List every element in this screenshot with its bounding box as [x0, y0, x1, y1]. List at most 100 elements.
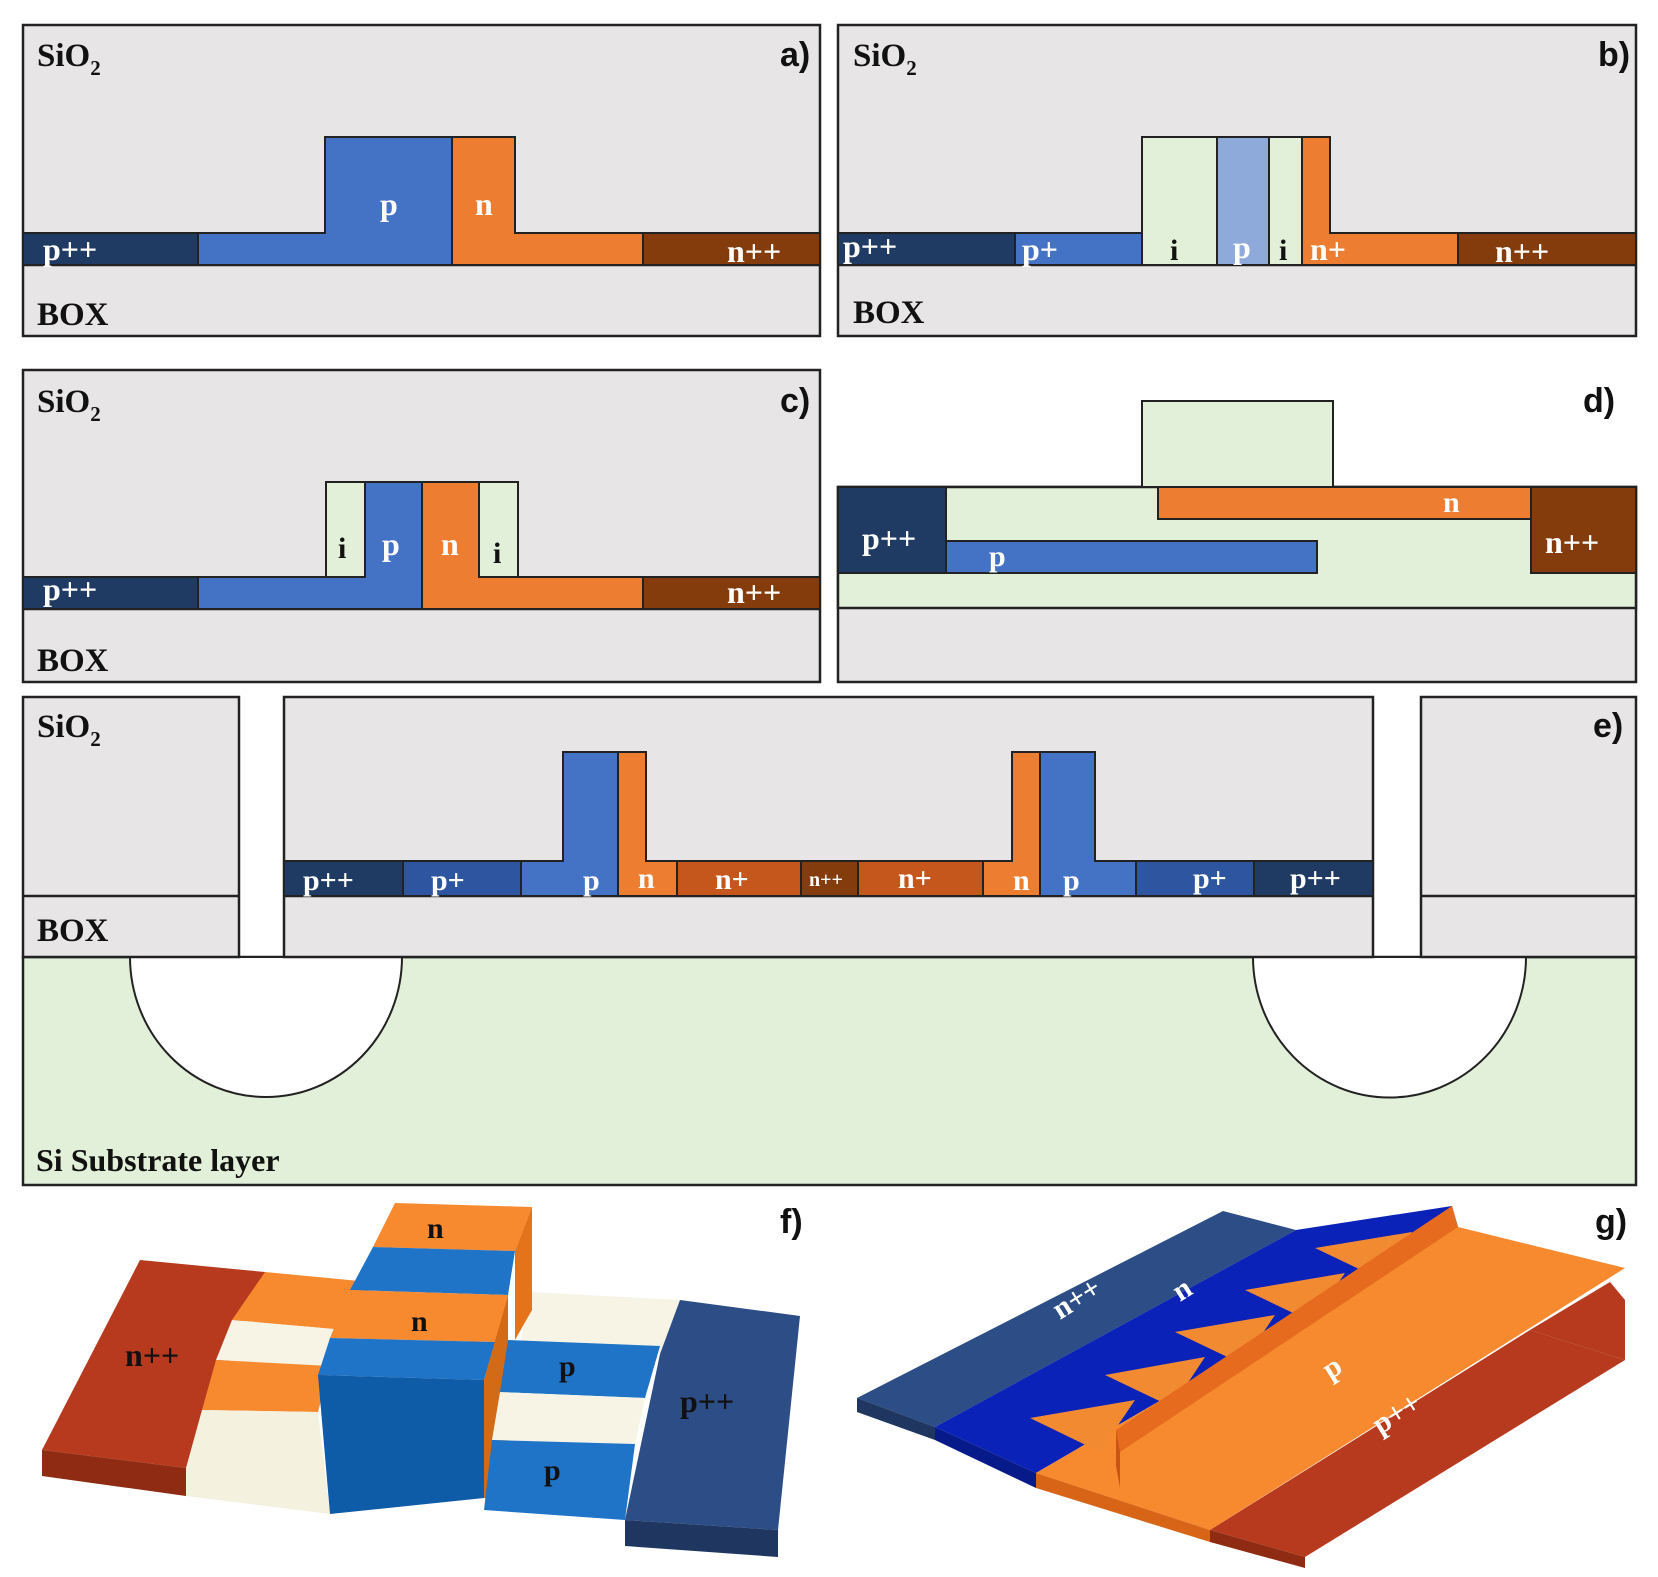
- panel-g-p-plus-plus-top: [1210, 1330, 1625, 1557]
- panel-f-p-plus-plus-front: [625, 1520, 778, 1557]
- panel-e-region-n-plus-right: [857, 860, 984, 897]
- panel-e-label-p-plus-left: p+: [431, 864, 465, 897]
- panel-e-label-p-left: p: [583, 864, 600, 897]
- panel-b-label-p-plus-plus: p++: [843, 228, 897, 264]
- panel-a-label-n-plus-plus: n++: [727, 233, 781, 269]
- panel-f-p-bottom-bar: [484, 1440, 635, 1520]
- panel-f-stripe-white-1: [216, 1320, 345, 1366]
- panel-c-label-i2: i: [493, 537, 501, 570]
- panel-e-label-p-plus-plus-right: p++: [1290, 862, 1341, 895]
- panel-c-sio2-label: SiO2: [37, 384, 101, 426]
- panel-e-region-n-plus-plus: [800, 860, 859, 897]
- panel-e-substrate-label: Si Substrate layer: [36, 1142, 280, 1178]
- panel-c-n-plus-plus: [642, 576, 821, 610]
- panel-a-box-label: BOX: [37, 297, 109, 333]
- panel-c-label-i1: i: [338, 532, 346, 565]
- panel-a-label: a): [780, 36, 810, 74]
- panel-a-label-n: n: [475, 186, 493, 222]
- panel-e-label-n-plus-left: n+: [715, 863, 749, 896]
- panel-a: SiO2 a) BOX p++ p n n++: [21, 23, 822, 338]
- panel-a-sio2-label: SiO2: [37, 38, 101, 80]
- panel-f-white-mid: [492, 1392, 645, 1444]
- panel-a-label-p-plus-plus: p++: [43, 231, 97, 267]
- panel-f-white-back: [520, 1292, 680, 1354]
- panel-f-label-p-bottom: p: [544, 1454, 561, 1487]
- panel-f-label-p-top: p: [559, 1350, 576, 1383]
- panel-f-tower-top-orange: [373, 1203, 532, 1251]
- panel-d-label: d): [1583, 382, 1615, 420]
- panel-d-label-p: p: [989, 540, 1006, 573]
- panel-c-box-label: BOX: [37, 643, 109, 679]
- panel-g-n-plus-plus-top: [857, 1211, 1296, 1427]
- panel-e-box-label: BOX: [37, 913, 109, 949]
- panel-b-intrinsic-1: [1141, 136, 1218, 266]
- panel-e-region-p-plus-right: [1135, 860, 1255, 897]
- panel-a-label-p: p: [380, 186, 398, 222]
- panel-d-n-region: [1157, 486, 1532, 520]
- panel-f-n-plus-plus-top: [42, 1260, 265, 1468]
- panel-b-p-region: [1216, 136, 1270, 266]
- panel-c-intrinsic-2: [478, 481, 519, 578]
- panel-b-label-i2: i: [1279, 234, 1287, 267]
- panel-c: SiO2 c) BOX p++ i p n i n++: [21, 368, 822, 684]
- panel-f-label-n-mid: n: [411, 1305, 428, 1338]
- panel-g-n-side: [935, 1427, 1036, 1488]
- panel-f-stripe-orange-1: [232, 1272, 370, 1330]
- panel-f-label-p-plus-plus: p++: [680, 1383, 734, 1419]
- panel-c-p-plus-plus: [22, 576, 199, 610]
- panel-e-label-p-right: p: [1063, 864, 1080, 897]
- panel-f-stripe-white-2: [186, 1410, 330, 1514]
- panel-e-region-p-plus-plus-right: [1253, 860, 1374, 897]
- panel-f-mid-orange: [330, 1290, 508, 1342]
- panel-c-label-p: p: [382, 526, 400, 562]
- panel-f-label-n-plus-plus: n++: [125, 1337, 179, 1373]
- panel-b-box-label: BOX: [853, 295, 925, 331]
- panel-f-label: f): [780, 1203, 803, 1241]
- panel-d-p-plus-plus: [837, 486, 947, 574]
- panel-b: SiO2 b) BOX p++ p+ i p i n+ n++: [836, 23, 1638, 338]
- panel-c-label-n: n: [441, 526, 459, 562]
- panel-f: n n n++ p p p++ f): [42, 1203, 803, 1557]
- panel-b-label-i1: i: [1170, 234, 1178, 267]
- panel-g-p-front: [1036, 1473, 1210, 1542]
- panel-e-region-p-plus-plus-left: [283, 860, 404, 897]
- panel-d: d) p++ p n n++: [836, 382, 1638, 684]
- panel-c-label-p-plus-plus: p++: [43, 571, 97, 607]
- panel-e-label-p-plus-plus-left: p++: [303, 864, 354, 897]
- panel-f-p-top-bar: [500, 1340, 660, 1398]
- panel-g-n-plus-plus-side: [857, 1398, 935, 1440]
- panel-g-p-base: [1036, 1227, 1625, 1530]
- panel-e-label-n-plus-right: n+: [898, 862, 932, 895]
- panel-f-label-n-top: n: [427, 1212, 444, 1245]
- panel-g-ridge-top: [1116, 1206, 1458, 1452]
- panel-b-label-p-plus: p+: [1022, 231, 1058, 267]
- panel-g-ridge-side: [1116, 1430, 1120, 1488]
- panel-g-label: g): [1595, 1203, 1627, 1241]
- panel-g-p-plus-plus-side: [1210, 1530, 1305, 1568]
- panel-f-mid-blue-top: [318, 1338, 495, 1380]
- panel-f-block-front: [318, 1375, 484, 1514]
- panel-b-intrinsic-2: [1268, 136, 1303, 266]
- panel-d-n-plus-plus: [1530, 486, 1637, 574]
- panel-d-label-p-plus-plus: p++: [862, 520, 916, 556]
- panel-f-tower-side-orange: [515, 1207, 532, 1340]
- panel-c-intrinsic-1: [325, 481, 366, 578]
- panel-b-label-p: p: [1233, 229, 1251, 265]
- panel-c-label: c): [780, 382, 810, 420]
- panel-e-center-oxide: [282, 695, 1375, 959]
- panel-f-n-plus-plus-front: [42, 1450, 186, 1496]
- panel-e-label-p-plus-right: p+: [1193, 862, 1227, 895]
- panel-g-tooth-1: [1030, 1400, 1135, 1452]
- panel-d-p-region: [945, 540, 1318, 574]
- panel-a-p-plus-plus: [22, 232, 199, 266]
- panel-b-label-n-plus: n+: [1310, 231, 1346, 267]
- panel-b-label-n-plus-plus: n++: [1495, 233, 1549, 269]
- panel-e-sio2-label: SiO2: [37, 709, 101, 751]
- panel-f-stripe-orange-2: [202, 1360, 330, 1412]
- panel-e-left-oxide: [21, 695, 241, 959]
- panel-e-trench-right: [1251, 956, 1528, 1099]
- panel-b-label: b): [1598, 36, 1630, 74]
- panel-d-label-n: n: [1443, 486, 1460, 519]
- panel-e-label-n-right: n: [1013, 864, 1030, 897]
- panel-b-sio2-label: SiO2: [853, 38, 917, 80]
